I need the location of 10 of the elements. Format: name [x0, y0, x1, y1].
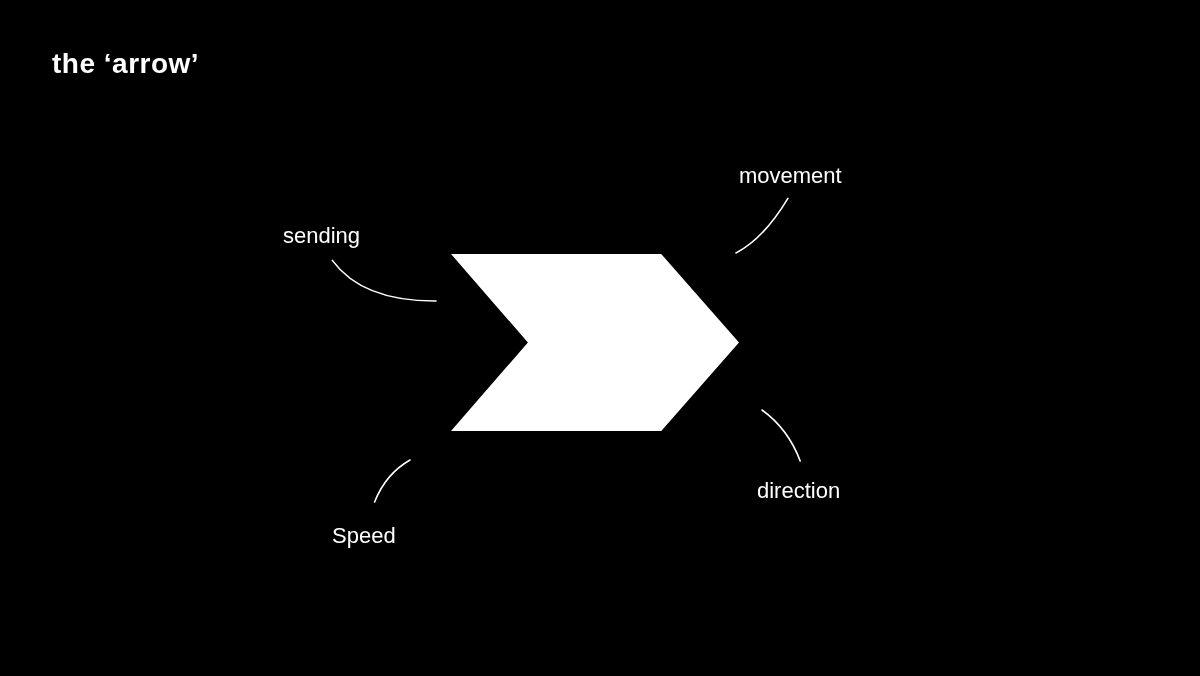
callout-label: movement	[739, 163, 842, 190]
leader-line	[373, 459, 411, 503]
leader-line	[735, 197, 789, 254]
callout-label: Speed	[332, 523, 396, 550]
callout-label: sending	[283, 223, 361, 250]
leader-line	[331, 259, 437, 302]
chevron-shape	[451, 254, 739, 431]
title: the ‘arrow’	[52, 47, 200, 81]
leader-line	[761, 409, 801, 462]
callout-label: direction	[757, 478, 841, 505]
